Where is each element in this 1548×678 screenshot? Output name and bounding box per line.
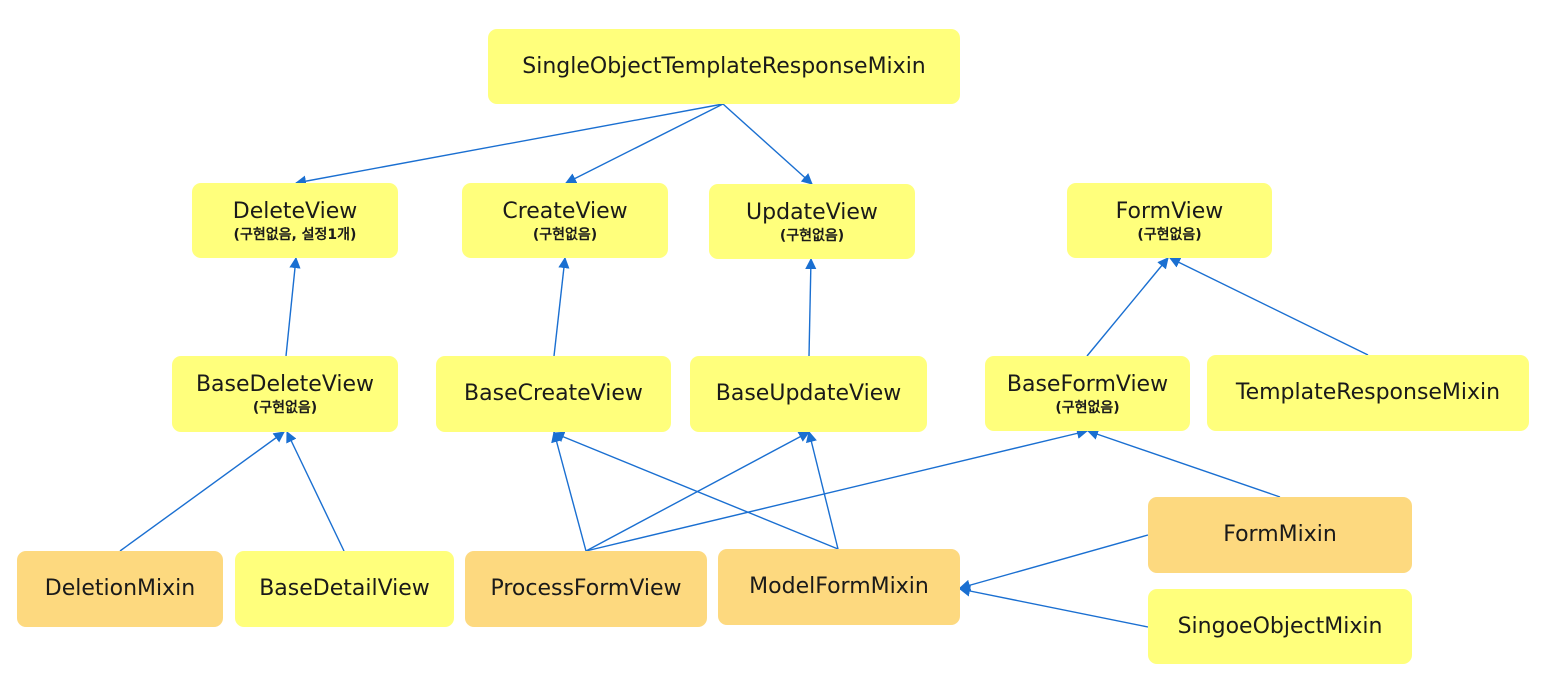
arrow-basedetailview-to-basedeleteview bbox=[286, 430, 345, 552]
node-template-response-mixin: TemplateResponseMixin bbox=[1207, 355, 1529, 431]
node-base-create-view: BaseCreateView bbox=[436, 356, 671, 432]
arrow-processformview-to-basecreateview bbox=[551, 430, 587, 552]
node-deletion-mixin: DeletionMixin bbox=[17, 551, 223, 627]
node-form-view: FormView (구현없음) bbox=[1067, 183, 1272, 258]
node-title: BaseFormView bbox=[1006, 371, 1169, 397]
arrow-modelformmixin-to-baseupdateview bbox=[805, 430, 839, 550]
arrow-processformview-to-baseformview bbox=[585, 427, 1089, 552]
node-title: ModelFormMixin bbox=[749, 574, 929, 599]
arrow-formmixin-to-modelformmixin bbox=[958, 534, 1149, 591]
arrow-formmixin-to-baseformview bbox=[1086, 428, 1281, 498]
node-title: DeleteView bbox=[232, 198, 358, 224]
node-create-view: CreateView (구현없음) bbox=[462, 183, 668, 258]
arrow-sotrm-to-deleteview bbox=[294, 103, 724, 187]
node-note: (구현없음) bbox=[1055, 399, 1120, 416]
node-note: (구현없음, 설정1개) bbox=[233, 226, 357, 243]
node-title: BaseCreateView bbox=[464, 381, 643, 406]
node-update-view: UpdateView (구현없음) bbox=[709, 184, 915, 259]
node-title: BaseDetailView bbox=[259, 576, 430, 601]
arrow-singoeobjectmixin-to-modelformmixin bbox=[958, 585, 1149, 628]
node-title: SingoeObjectMixin bbox=[1177, 613, 1383, 639]
arrow-basecreateview-to-createview bbox=[553, 256, 570, 357]
node-title: BaseUpdateView bbox=[715, 381, 902, 406]
node-note: (구현없음) bbox=[532, 226, 598, 243]
node-title: BaseDeleteView bbox=[195, 372, 375, 397]
node-note: (구현없음) bbox=[779, 227, 845, 244]
node-model-form-mixin: ModelFormMixin bbox=[718, 549, 960, 625]
arrow-deletionmixin-to-basedeleteview bbox=[119, 431, 285, 552]
node-base-delete-view: BaseDeleteView (구현없음) bbox=[172, 356, 398, 432]
node-title: ProcessFormView bbox=[490, 576, 682, 601]
node-note: (구현없음) bbox=[1137, 226, 1202, 243]
arrow-basedeleteview-to-deleteview bbox=[285, 256, 301, 357]
node-single-object-template-response-mixin: SingleObjectTemplateResponseMixin bbox=[488, 29, 960, 104]
node-title: DeletionMixin bbox=[44, 576, 196, 601]
arrow-baseupdateview-to-updateview bbox=[805, 257, 817, 357]
arrow-baseformview-to-formview bbox=[1086, 257, 1169, 357]
arrow-sotrm-to-createview bbox=[564, 103, 724, 184]
node-title: FormView bbox=[1115, 198, 1224, 224]
node-base-form-view: BaseFormView (구현없음) bbox=[985, 356, 1190, 431]
node-title: TemplateResponseMixin bbox=[1235, 380, 1501, 405]
node-title: SingleObjectTemplateResponseMixin bbox=[522, 53, 926, 79]
node-process-form-view: ProcessFormView bbox=[465, 551, 707, 627]
node-title: CreateView bbox=[502, 198, 628, 224]
node-title: UpdateView bbox=[746, 199, 878, 225]
arrow-modelformmixin-to-basecreateview bbox=[552, 431, 839, 550]
node-form-mixin: FormMixin bbox=[1148, 497, 1412, 573]
arrow-sotrm-to-updateview bbox=[722, 103, 813, 185]
node-note: (구현없음) bbox=[252, 400, 318, 416]
node-singoe-object-mixin: SingoeObjectMixin bbox=[1148, 589, 1412, 664]
node-base-detail-view: BaseDetailView bbox=[235, 551, 454, 627]
node-base-update-view: BaseUpdateView bbox=[690, 356, 927, 432]
node-delete-view: DeleteView (구현없음, 설정1개) bbox=[192, 183, 398, 258]
node-title: FormMixin bbox=[1223, 522, 1337, 547]
arrow-templateresponsemixin-to-formview bbox=[1168, 257, 1369, 356]
